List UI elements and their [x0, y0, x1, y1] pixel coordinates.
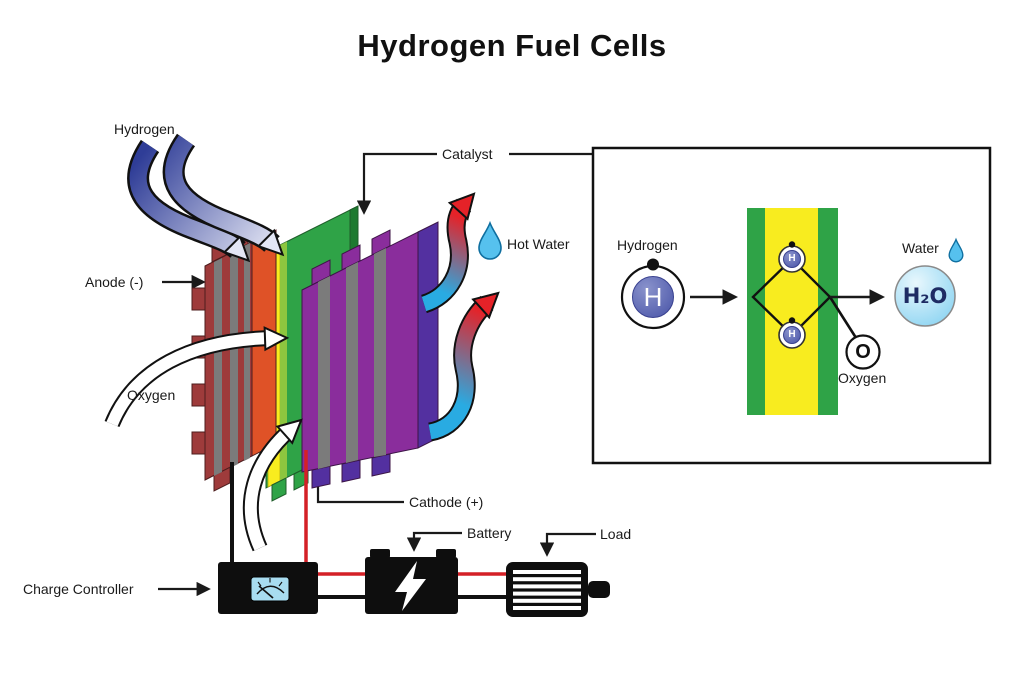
- charge-controller-box: [218, 562, 318, 614]
- inset-hydrogen-label: Hydrogen: [617, 237, 678, 253]
- hydrogen-atom: [620, 258, 686, 330]
- hydrogen-flow-arrows: [127, 133, 285, 263]
- battery-leader: [406, 531, 462, 552]
- inset-box: [591, 146, 992, 465]
- cathode-groove: [318, 276, 330, 469]
- cathode-plate: [301, 221, 439, 489]
- hydrogen-ion-symbol: H: [788, 329, 796, 340]
- membrane-cross-section: [747, 208, 838, 415]
- inset-water-label: Water: [902, 240, 939, 256]
- hydrogen-label: Hydrogen: [114, 121, 175, 137]
- cathode-side-face: [417, 221, 439, 449]
- hydrogen-ion-symbol: H: [788, 253, 796, 264]
- oxygen-flow-arrows: [104, 326, 303, 552]
- cathode-groove: [346, 262, 358, 463]
- load-box: [506, 562, 610, 617]
- anode-groove: [214, 258, 222, 476]
- membrane-tooth: [271, 477, 287, 502]
- anode-label: Anode (-): [85, 274, 144, 290]
- meter-display: [250, 576, 290, 602]
- cathode-groove: [374, 248, 386, 457]
- water-formula: H₂O: [902, 284, 948, 308]
- electron-dot: [788, 317, 796, 324]
- hot-water-arrows: [420, 192, 500, 442]
- hydrogen-ions: [778, 241, 806, 349]
- hot-water-label: Hot Water: [507, 236, 570, 252]
- battery-box: [365, 549, 458, 614]
- oxygen-join-line: [828, 296, 860, 342]
- charge-controller-label: Charge Controller: [23, 581, 134, 597]
- electron-dot: [788, 241, 796, 248]
- battery-label: Battery: [467, 525, 512, 541]
- meter-arc: [256, 585, 285, 595]
- water-molecule: [894, 265, 956, 327]
- cathode-label: Cathode (+): [409, 494, 484, 510]
- inset-oxygen-label: Oxygen: [838, 370, 887, 386]
- anode-groove: [244, 243, 250, 461]
- load-leader: [539, 532, 596, 557]
- hot-water-droplet-icon: [478, 222, 502, 260]
- lightning-bolt-icon: [395, 561, 426, 611]
- meter-ticks: [257, 578, 283, 587]
- catalyst-leader-left: [356, 152, 437, 215]
- hydrogen-atom-symbol: H: [643, 282, 663, 312]
- anode-groove: [230, 250, 238, 468]
- oxygen-atom: [845, 334, 881, 370]
- oxygen-atom-symbol: O: [855, 341, 871, 363]
- meter-needle: [258, 585, 274, 599]
- electron-dot: [647, 258, 659, 271]
- load-fins: [513, 570, 581, 610]
- page-title: Hydrogen Fuel Cells: [357, 28, 667, 63]
- load-label: Load: [600, 526, 632, 542]
- catalyst-label: Catalyst: [442, 146, 493, 162]
- circuit-wires: [230, 450, 507, 599]
- oxygen-label: Oxygen: [127, 387, 176, 403]
